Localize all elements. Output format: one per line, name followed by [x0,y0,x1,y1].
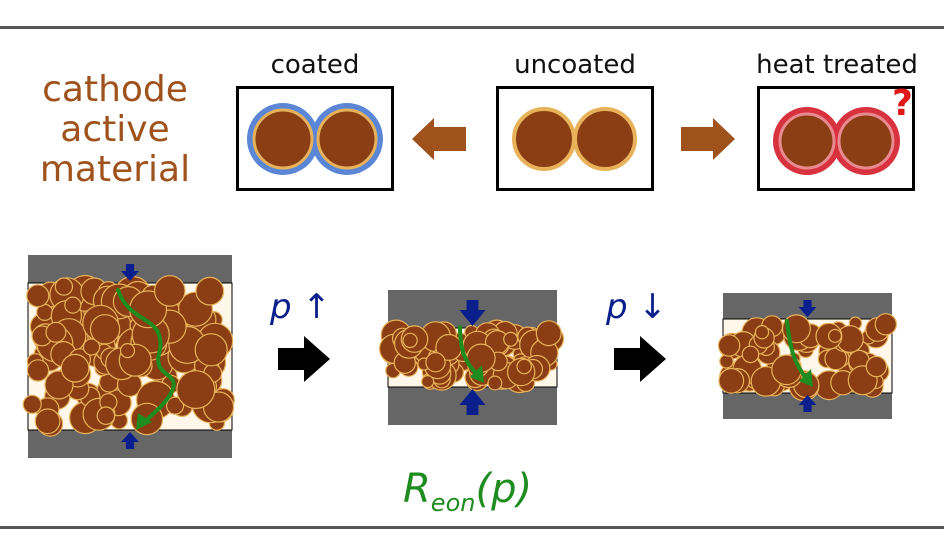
particle [194,333,228,367]
particle [154,275,186,307]
particle [34,408,61,435]
particle [82,338,101,356]
particle [718,367,745,394]
process-arrow-1 [278,336,330,382]
resistance-argument: (p) [475,466,533,512]
arrow-to-heat-treated [681,118,735,160]
particle [195,276,225,306]
resistance-base: R [403,466,431,512]
uncoated-label: uncoated [514,50,636,80]
cell-initial [22,255,235,458]
press-arrow-up [798,395,817,405]
particle [874,313,897,336]
top-rule [0,26,944,29]
arrow-down-icon: ↓ [638,287,667,327]
particle [64,296,82,314]
particle [89,314,121,345]
particle-left [778,112,836,170]
particle [96,406,116,425]
particle [22,394,42,414]
title-line-3: material [39,149,191,190]
particle [54,277,74,296]
pressure-symbol: p [606,287,628,327]
particle [119,342,136,359]
particle [503,331,519,347]
pressure-symbol: p [270,287,292,327]
heat-treated-particles [773,107,900,175]
coated-particles [247,103,383,175]
press-arrow-down [459,310,486,326]
heat-treated-particles-box: ? [757,83,915,191]
electronic-resistance-label: Reon(p) [403,466,532,517]
particle [828,328,843,343]
particle-right [837,112,895,170]
press-arrow-down-shaft [803,300,812,307]
electron-path [116,288,176,427]
title-line-1: cathode [42,69,188,110]
press-arrow-up-shaft [803,405,812,412]
particle [402,332,418,349]
arrow-to-coated [412,118,466,160]
coated-particles-box [236,86,394,191]
pressure-decrease-label: p ↓ [606,287,667,327]
press-arrow-down [121,271,139,281]
electron-path [458,325,480,377]
particle-left [252,108,314,170]
process-arrow-2 [614,336,666,382]
particle [516,358,532,375]
particle [535,320,562,347]
press-arrow-up [459,389,486,405]
particle-right [316,108,378,170]
particle [45,321,67,343]
question-mark: ? [892,83,913,124]
cathode-active-material-title: cathode active material [20,70,210,190]
cell-released-content [717,293,897,419]
particle [865,355,888,378]
particle [717,334,741,357]
press-arrow-up-shaft [466,405,479,415]
pressure-increase-label: p ↑ [270,287,331,327]
press-arrow-up [121,432,139,442]
particle [487,375,503,391]
bottom-rule [0,526,944,529]
coated-label: coated [270,50,360,80]
cell-initial-content [22,255,235,458]
particle [741,345,760,364]
arrow-up-icon: ↑ [302,287,331,327]
particle [26,284,50,308]
press-arrow-down [798,307,817,317]
press-arrow-up-shaft [125,442,135,449]
electron-path [785,319,809,381]
electron-path-arrowhead [799,369,813,387]
particle [26,359,50,382]
particle [754,325,770,340]
particle [166,396,185,415]
particle-right [573,107,637,171]
particle [425,351,446,373]
particle [421,374,435,389]
cell-released [717,293,897,419]
electron-path-arrowhead [470,365,484,383]
particle [176,370,216,410]
particle [719,354,734,369]
particle [60,353,90,383]
particle-left [512,107,576,171]
uncoated-particles-box [496,86,654,191]
press-arrow-down-shaft [125,264,135,271]
cell-compressed-content [378,290,565,425]
title-line-2: active [60,109,170,150]
electron-path-arrowhead [136,413,152,430]
cell-compressed [378,290,565,425]
heat-treated-label: heat treated [756,50,918,80]
press-arrow-down-shaft [466,300,479,310]
resistance-subscript: eon [430,489,476,517]
uncoated-particles [512,107,637,171]
